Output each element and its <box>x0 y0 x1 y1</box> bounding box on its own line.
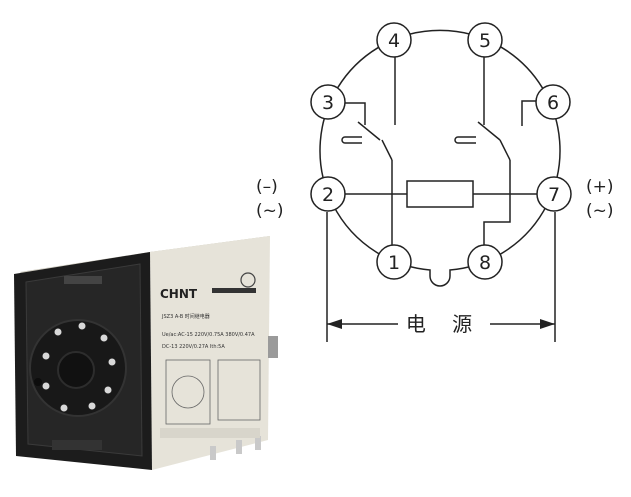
pin-diagram <box>319 29 561 342</box>
relay-rating-1: Ue/ac:AC-15 220V/0.75A 380V/0.47A <box>162 332 255 338</box>
svg-text:2: 2 <box>322 184 334 206</box>
pin-5: 5 <box>467 22 503 58</box>
relay-brand: CHNT <box>160 287 198 301</box>
power-supply-label: 电 源 <box>406 312 482 336</box>
label-right-ac: (~) <box>586 201 614 221</box>
pin-4: 4 <box>376 22 412 58</box>
relay-socket-pins <box>42 322 116 412</box>
pin-2: 2 <box>310 176 346 212</box>
relay-rating-2: DC-13 220V/0.27A Ith:5A <box>162 344 225 350</box>
pin-8: 8 <box>467 244 503 280</box>
pin-circles: 4 5 3 6 2 7 1 8 <box>310 22 572 280</box>
svg-text:8: 8 <box>479 252 491 274</box>
pin-7: 7 <box>536 176 572 212</box>
svg-text:5: 5 <box>479 30 491 52</box>
svg-text:3: 3 <box>322 92 334 114</box>
svg-text:7: 7 <box>548 184 560 206</box>
svg-text:4: 4 <box>388 30 400 52</box>
pin-6: 6 <box>535 84 571 120</box>
label-left-minus: (–) <box>256 177 278 197</box>
label-right-plus: (+) <box>586 177 614 197</box>
socket-outline <box>319 29 561 287</box>
label-left-ac: (~) <box>256 201 284 221</box>
relay-coil <box>406 180 474 208</box>
pin-3: 3 <box>310 84 346 120</box>
svg-text:1: 1 <box>388 252 400 274</box>
pin-1: 1 <box>376 244 412 280</box>
relay-side-face <box>150 236 270 470</box>
relay-photo: CHNT JSZ3 A-B 时间继电器 Ue/ac:AC-15 220V/0.7… <box>14 236 278 470</box>
svg-text:6: 6 <box>547 92 559 114</box>
relay-model: JSZ3 A-B 时间继电器 <box>161 313 210 320</box>
